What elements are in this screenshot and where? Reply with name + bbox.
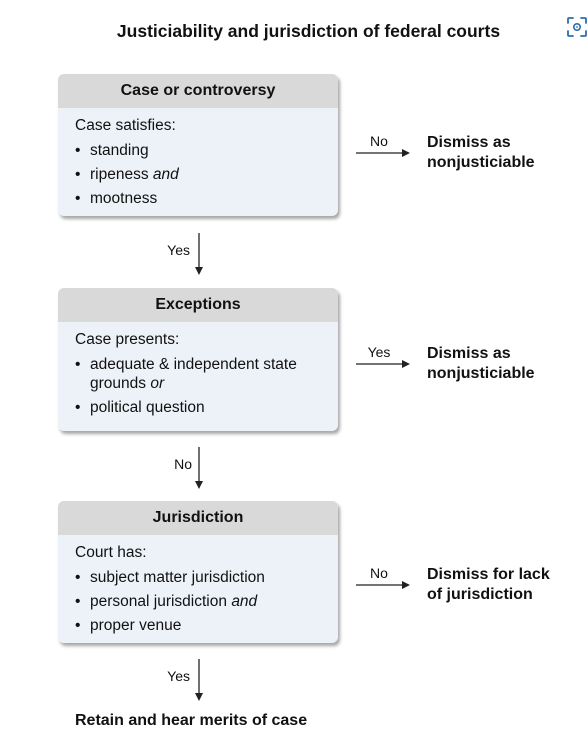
bullet-icon: • [75,142,81,159]
conjunction: or [150,375,165,392]
branch-label: No [370,565,388,581]
bullet-icon: • [75,617,81,634]
conjunction: and [231,593,258,610]
list-item: •standing [75,142,149,159]
list-item: •proper venue [75,617,182,634]
case-or-controversy-box: Case or controversy Case satisfies: •sta… [58,74,338,216]
arrow-right-icon [356,360,410,368]
list-item: •ripeness and [75,166,179,183]
bullet-icon: • [75,593,81,610]
bullet-icon: • [75,399,81,416]
list-item: •subject matter jurisdiction [75,569,265,586]
arrow-down-icon [195,447,203,489]
bullet-icon: • [75,356,81,373]
list-item: •political question [75,399,205,416]
branch-label: No [174,456,192,472]
exceptions-box: Exceptions Case presents: •adequate & in… [58,288,338,431]
diagram-title: Justiciability and jurisdiction of feder… [116,21,501,41]
criteria-list: •subject matter jurisdiction •personal j… [58,568,338,635]
arrow-down-icon [195,659,203,701]
branch-label: Yes [167,668,190,684]
box-intro: Case satisfies: [75,117,176,134]
box-header: Case or controversy [58,74,338,108]
arrow-right-icon [356,581,410,589]
jurisdiction-box: Jurisdiction Court has: •subject matter … [58,501,338,643]
bullet-icon: • [75,569,81,586]
branch-label: Yes [367,344,391,360]
branch-label: No [370,133,388,149]
box-header: Exceptions [58,288,338,322]
criteria-list: •standing •ripeness and •mootness [58,141,338,208]
outcome-dismiss-nonjusticiable: Dismiss as nonjusticiable [427,134,535,171]
list-item: •mootness [75,190,158,207]
list-item: •adequate & independent state grounds or [75,356,297,392]
arrow-right-icon [356,149,410,157]
conjunction: and [152,166,179,183]
bullet-icon: • [75,166,81,183]
bullet-icon: • [75,190,81,207]
final-outcome: Retain and hear merits of case [75,712,308,729]
arrow-down-icon [195,233,203,275]
branch-label: Yes [167,242,190,258]
box-header: Jurisdiction [58,501,338,535]
outcome-dismiss-lack-of-jurisdiction: Dismiss for lack of jurisdiction [427,566,550,603]
box-intro: Court has: [75,544,147,561]
box-intro: Case presents: [75,331,180,348]
outcome-dismiss-nonjusticiable: Dismiss as nonjusticiable [427,345,535,382]
criteria-list: •adequate & independent state grounds or… [58,355,338,417]
list-item: •personal jurisdiction and [75,593,258,610]
scan-icon[interactable] [566,16,587,38]
